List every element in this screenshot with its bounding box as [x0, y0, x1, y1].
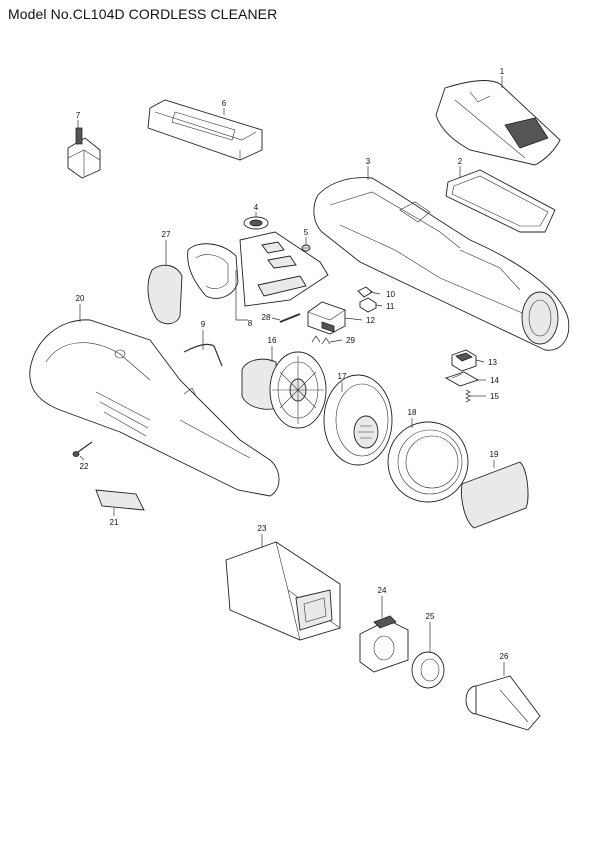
- part-number-8: 8: [248, 319, 253, 328]
- part-number-18: 18: [408, 408, 417, 417]
- part-2-gasket-icon[interactable]: [445, 169, 556, 233]
- part-number-6: 6: [222, 99, 227, 108]
- part-number-4: 4: [254, 203, 259, 212]
- part-number-1: 1: [500, 67, 505, 76]
- part-number-25: 25: [426, 612, 435, 621]
- part-14-latch-plate-icon[interactable]: [444, 371, 480, 387]
- part-7-terminal-icon[interactable]: [67, 127, 101, 179]
- part-22-screw-icon[interactable]: [72, 441, 93, 457]
- leader-lines: [77, 76, 505, 676]
- part-20-housing-icon[interactable]: [29, 319, 280, 497]
- part-12-switch-icon[interactable]: [307, 301, 346, 335]
- part-16-motor-fan-icon[interactable]: [241, 351, 327, 429]
- part-15-compression-spring-icon[interactable]: [465, 389, 471, 403]
- part-number-7: 7: [76, 111, 81, 120]
- part-24-bag-holder-icon[interactable]: [359, 615, 409, 673]
- part-number-11: 11: [386, 302, 395, 311]
- part-number-28: 28: [262, 313, 271, 322]
- part-13-latch-button-icon[interactable]: [451, 349, 477, 372]
- part-number-3: 3: [366, 157, 371, 166]
- part-28-pin-icon[interactable]: [279, 313, 301, 323]
- part-number-labels: 1 2 3 4 5 6 7 8 9 10 11 12 13 14 15 16 1…: [76, 67, 509, 661]
- part-number-20: 20: [76, 294, 85, 303]
- part-26-nozzle-icon[interactable]: [465, 675, 541, 731]
- part-4-switch-button-icon[interactable]: [243, 216, 269, 230]
- part-6-battery-cover-icon[interactable]: [147, 99, 263, 161]
- part-5-screw-icon[interactable]: [301, 244, 311, 252]
- part-19-filter-icon[interactable]: [461, 461, 529, 529]
- part-25-seal-ring-icon[interactable]: [411, 651, 445, 689]
- part-number-26: 26: [500, 652, 509, 661]
- part-number-29: 29: [346, 336, 355, 345]
- part-number-27: 27: [162, 230, 171, 239]
- page-title: Model No.CL104D CORDLESS CLEANER: [8, 6, 278, 22]
- part-number-19: 19: [490, 450, 499, 459]
- part-number-24: 24: [378, 586, 387, 595]
- part-number-5: 5: [304, 228, 309, 237]
- part-number-13: 13: [488, 358, 497, 367]
- part-21-label-icon[interactable]: [95, 489, 145, 511]
- part-17-fan-cover-icon[interactable]: [323, 374, 393, 466]
- part-number-22: 22: [80, 462, 89, 471]
- part-11-small-block-icon[interactable]: [359, 297, 377, 313]
- part-27-cover-icon[interactable]: [147, 243, 239, 325]
- part-number-2: 2: [458, 157, 463, 166]
- part-3-housing-icon[interactable]: [313, 177, 570, 351]
- part-number-16: 16: [268, 336, 277, 345]
- part-9-wire-spring-icon[interactable]: [183, 343, 223, 367]
- part-1-top-cover-icon[interactable]: [435, 80, 561, 166]
- part-number-9: 9: [201, 320, 206, 329]
- part-29-spring-clip-icon[interactable]: [311, 335, 331, 345]
- part-8-switch-plate-icon[interactable]: [239, 231, 329, 307]
- part-number-15: 15: [490, 392, 499, 401]
- part-number-14: 14: [490, 376, 499, 385]
- part-18-filter-ring-icon[interactable]: [387, 421, 469, 503]
- part-number-21: 21: [110, 518, 119, 527]
- part-number-23: 23: [258, 524, 267, 533]
- part-10-small-block-icon[interactable]: [357, 286, 373, 298]
- part-23-dust-bag-icon[interactable]: [225, 541, 341, 641]
- part-number-12: 12: [366, 316, 375, 325]
- part-number-10: 10: [386, 290, 395, 299]
- part-number-17: 17: [338, 372, 347, 381]
